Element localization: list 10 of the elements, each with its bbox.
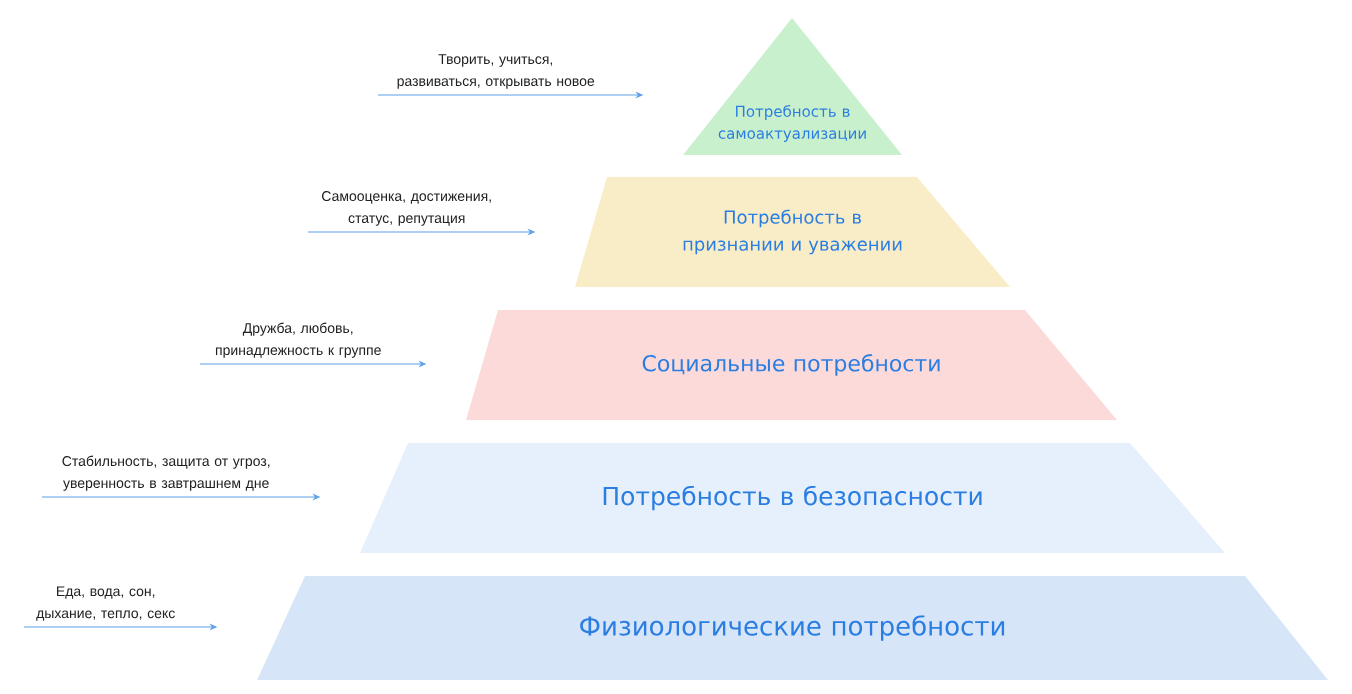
description-text: Стабильность, защита от угроз, уверенность в завтрашнем дне xyxy=(62,455,270,491)
pyramid-level: Физиологические потребности xyxy=(257,576,1328,680)
pyramid-level: Потребность в самоактуализации xyxy=(683,18,902,155)
description-text: Творить, учиться, развиваться, открывать новое xyxy=(397,54,595,89)
pyramid-level: Потребность в безопасности xyxy=(360,443,1225,553)
pyramid-level: Потребность в признании и уважении xyxy=(575,177,1010,287)
description-text: Самооценка, достижения, статус, репутация xyxy=(322,191,491,226)
description-text: Еда, вода, сон, дыхание, тепло, секс xyxy=(36,586,175,621)
pyramid-level: Социальные потребности xyxy=(466,310,1117,420)
description-text: Дружба, любовь, принадлежность к группе xyxy=(216,322,381,358)
